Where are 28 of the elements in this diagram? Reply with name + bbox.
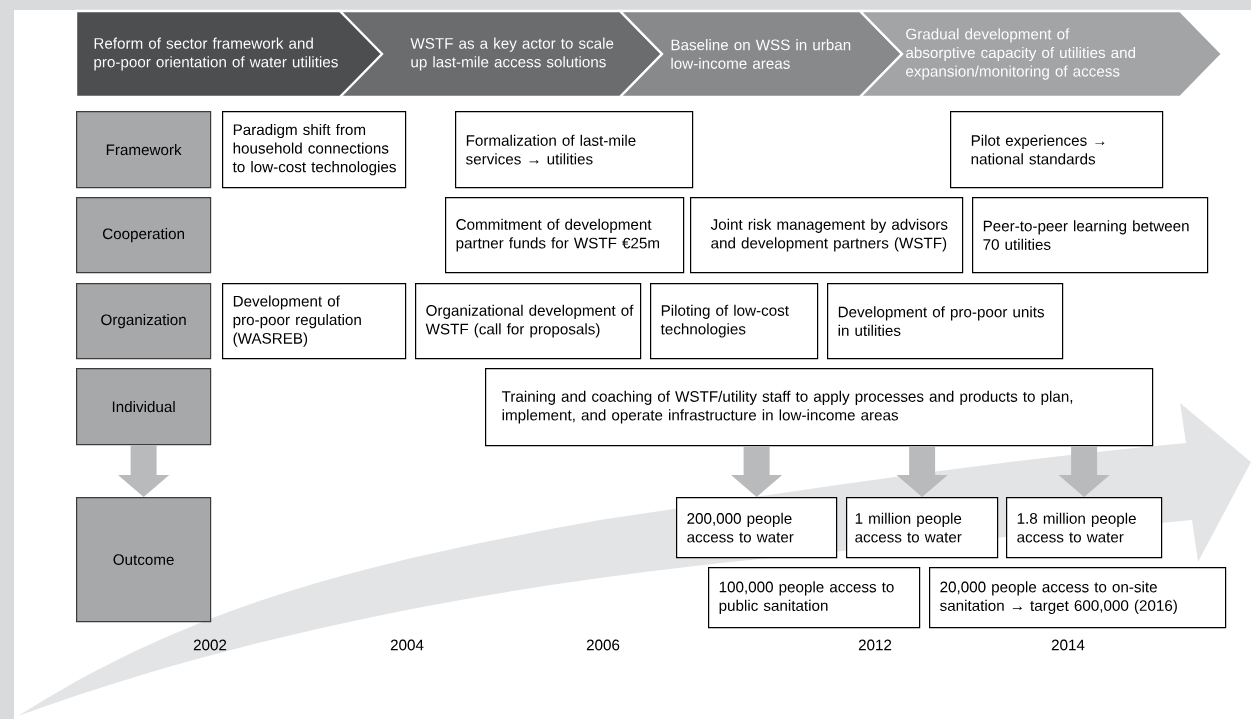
text-box: 1 million people access to water — [846, 497, 999, 559]
text-box: Commitment of development partner funds for WSTF €25m — [445, 197, 685, 274]
row-label-box: Organization — [76, 283, 212, 360]
row-label-box: Outcome — [76, 497, 212, 623]
row-label-box: Individual — [76, 368, 212, 446]
text-box: 20,000 people access to on-site sanitation → target 600,000 (2016) — [929, 567, 1227, 629]
text-box: 200,000 people access to water — [676, 497, 838, 559]
text-box: Joint risk management by advisors and development partners (WSTF) — [690, 197, 964, 274]
text-box: Development of pro-poor regulation (WASREB) — [222, 283, 407, 360]
year-label: 2006 — [586, 639, 620, 651]
chevron-step: Reform of sector framework and pro-poor orientation of water utilities — [74, 9, 386, 99]
chevron-step: Baseline on WSS in urban low-income areas — [617, 9, 904, 99]
year-label: 2002 — [193, 639, 227, 651]
text-box: Training and coaching of WSTF/utility staff to apply processes and products to plan, implement, and operate infrastructure in low-income areas — [485, 368, 1154, 447]
text-box: 1.8 million people access to water — [1006, 497, 1163, 559]
text-box: Organizational development of WSTF (call for proposals) — [415, 283, 642, 360]
text-box: Pilot experiences → national standards — [950, 111, 1164, 189]
text-box: Paradigm shift from household connections to low-cost technologies — [222, 111, 407, 189]
text-box: Formalization of last-mile services → utilities — [455, 111, 694, 189]
text-box: Development of pro-poor units in utilities — [827, 283, 1064, 360]
row-label-box: Cooperation — [76, 197, 212, 274]
year-label: 2004 — [390, 639, 424, 651]
text-box: 100,000 people access to public sanitation — [708, 567, 921, 629]
text-box: Peer-to-peer learning between 70 utilities — [972, 197, 1209, 274]
row-label-box: Framework — [76, 111, 212, 189]
text-box: Piloting of low-cost technologies — [650, 283, 819, 360]
year-label: 2012 — [858, 639, 892, 651]
chevron-step: Gradual development of absorptive capacity of utilities and expansion/monitoring of access — [857, 9, 1224, 99]
